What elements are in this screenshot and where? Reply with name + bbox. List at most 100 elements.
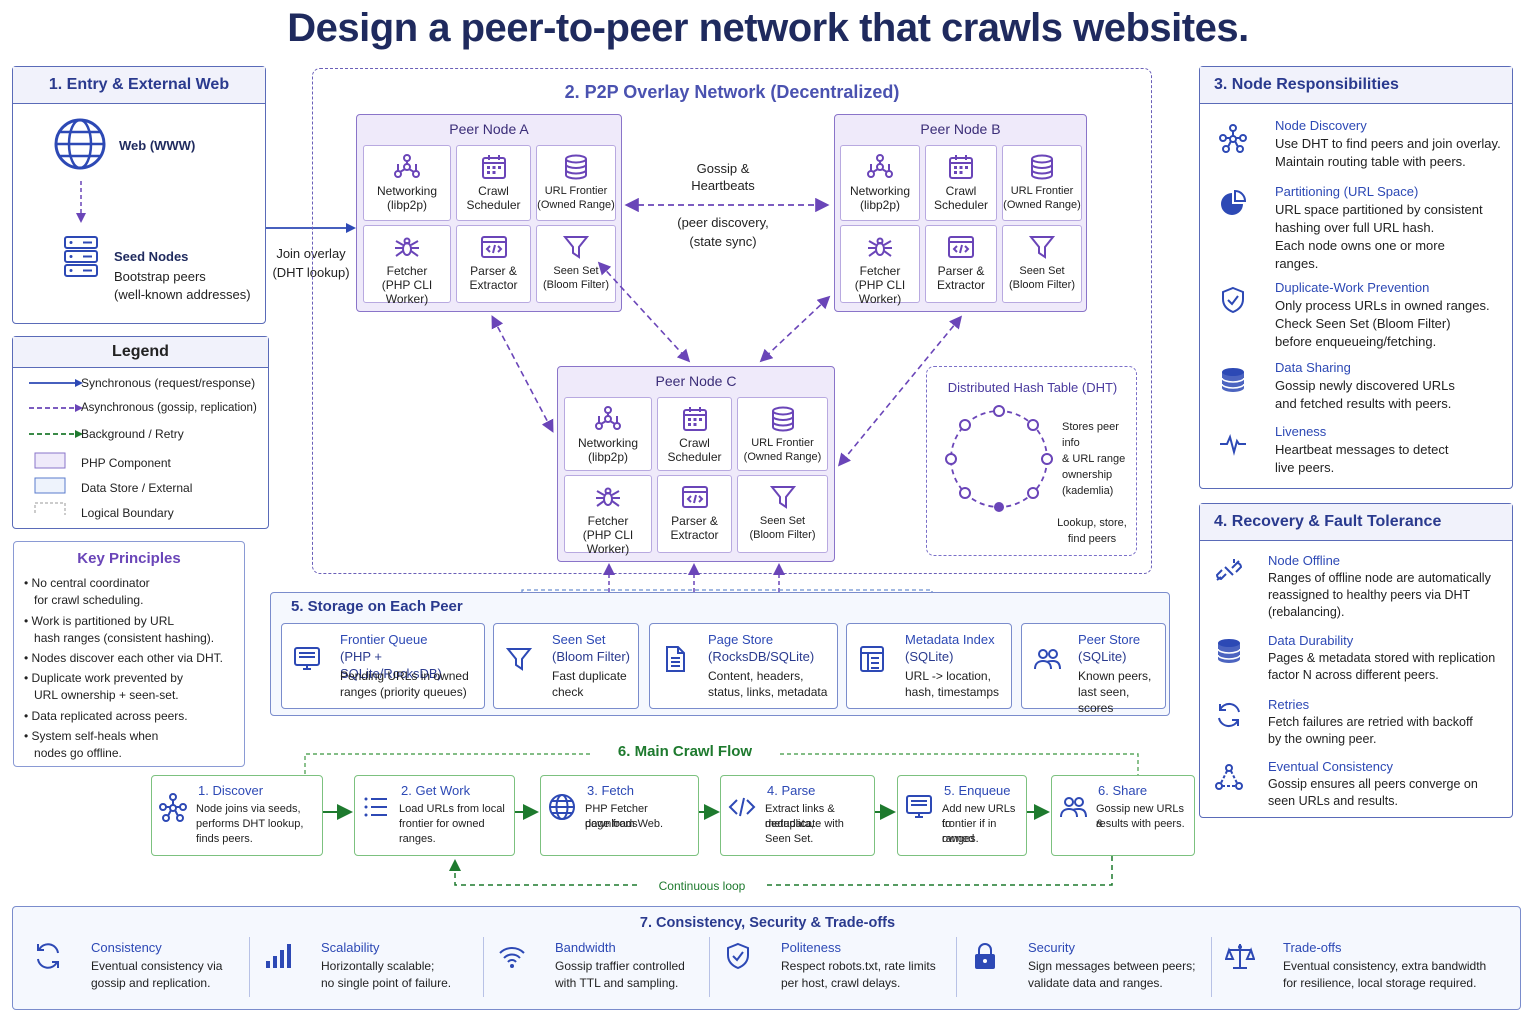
refresh-icon [33,943,63,975]
resp-icon-0 [1218,123,1248,158]
storage-line: Known peers, [1078,669,1152,683]
peer-c-seen-set: Seen Set (Bloom Filter) [737,475,828,553]
rec-title: Eventual Consistency [1268,759,1394,774]
storage-title: Page Store [708,632,774,647]
peer-c-cell-label: Networking (libp2p) [577,436,639,464]
filter-icon [537,232,615,262]
database-icon [1003,152,1081,182]
peer-a-seen-set: Seen Set (Bloom Filter) [536,225,616,303]
principle-3: • Nodes discover each other via DHT. [24,651,223,665]
storage-title: Metadata Index [905,632,995,647]
flow-step-line: finds peers. [196,833,253,845]
resp-icon-2 [1218,285,1248,320]
peer-a-fetcher: Fetcher (PHP CLI Worker) [363,225,451,306]
storage-title: Frontier Queue [340,632,428,647]
resp-title: Liveness [1275,424,1327,439]
peer-a-cell-label: Crawl Scheduler [466,184,521,212]
resp-line: Heartbeat messages to detect [1275,442,1449,457]
network-icon [841,152,919,182]
resp-title: Node Discovery [1275,118,1367,133]
cons-line: gossip and replication. [91,976,211,990]
cons-line: no single point of failure. [321,976,452,990]
consistency-panel: 7. Consistency, Security & Trade-offs Co… [12,906,1521,1010]
lock-icon [970,943,1000,975]
rec-title: Node Offline [1268,553,1341,568]
principle-1: • No central coordinator for crawl sched… [24,576,150,607]
cons-title: Security [1028,940,1075,955]
resp-title: Partitioning (URL Space) [1275,184,1419,199]
peer-b-crawl-scheduler: Crawl Scheduler [925,145,997,221]
principle-5: • Data replicated across peers. [24,709,188,723]
dht-box: Distributed Hash Table (DHT) Stores peer… [926,366,1137,556]
cons-title: Bandwidth [555,940,616,955]
list-icon [361,797,391,826]
peer-a-cell-label: Seen Set (Bloom Filter) [542,265,609,291]
flow-step-title: 3. Fetch [587,783,634,798]
storage-metadata-index: Metadata Index(SQLite)URL -> location,ha… [846,623,1012,709]
rec-icon-3 [1214,762,1244,797]
resp-line: Only process URLs in owned ranges. [1275,298,1490,313]
cons-title: Trade-offs [1283,940,1342,955]
resp-line: live peers. [1275,460,1335,475]
peer-a-cell-label: URL Frontier (Owned Range) [537,185,615,211]
legend-async: Asynchronous (gossip, replication) [81,402,257,414]
principle-2: • Work is partitioned by URL hash ranges… [24,614,215,645]
peer-a-cell-label: Parser & Extractor [469,264,518,292]
peer-c-cell-label: Parser & Extractor [670,514,719,542]
cons-title: Scalability [321,940,380,955]
globe-icon [547,794,577,826]
cons-line: Eventual consistency, extra bandwidth [1283,959,1487,973]
cons-line: Respect robots.txt, rate limits [781,959,936,973]
nodes-icon [158,793,188,826]
storage-sub: (RocksDB/SQLite) [708,649,815,664]
principle-4: • Duplicate work prevented by URL owners… [24,671,183,702]
database-icon [738,404,827,434]
principles-heading: Key Principles [77,550,181,567]
peer-node-c: Peer Node C Networking (libp2p)Crawl Sch… [557,366,835,562]
storage-title: Peer Store [1078,632,1141,647]
monitor-icon [292,647,322,678]
legend-datastore: Data Store / External [81,481,193,495]
peer-c-cell-label: URL Frontier (Owned Range) [743,437,822,463]
peer-b-fetcher: Fetcher (PHP CLI Worker) [840,225,920,306]
nodes-icon [1218,124,1248,157]
resp-line: Maintain routing table with peers. [1275,154,1466,169]
dht-heading: Distributed Hash Table (DHT) [947,380,1118,395]
join-label-2: (DHT lookup) [272,265,350,280]
code-icon [926,232,996,262]
storage-line: Fast duplicate [552,669,627,683]
flow-step-line: Seen Set. [765,833,814,845]
responsibilities-heading: 3. Node Responsibilities [1200,67,1512,104]
cons-line: with TTL and sampling. [555,976,679,990]
flow-step-line: performs DHT lookup, [196,818,304,830]
consistency-heading: 7. Consistency, Security & Trade-offs [639,915,896,931]
rec-title: Data Durability [1268,633,1354,648]
storage-frontier-queue: Frontier Queue(PHP + SQLite/RocksDB)Pend… [281,623,485,709]
peer-a-cell-label: Fetcher (PHP CLI Worker) [381,264,433,306]
peer-node-a: Peer Node A Networking (libp2p)Crawl Sch… [356,114,622,312]
cons-line: Horizontally scalable; [321,959,435,973]
entry-panel: 1. Entry & External Web Web (WWW) Seed N… [12,66,266,324]
storage-peer-store: Peer Store(SQLite)Known peers,last seen,… [1021,623,1166,715]
cons-title: Politeness [781,940,841,955]
code-icon [457,232,530,262]
server-icon [64,236,98,277]
rec-icon-2 [1214,700,1244,735]
storage-line: Pending URLs in owned [340,669,469,683]
peer-b-cell-label: URL Frontier (Owned Range) [1003,185,1081,211]
resp-icon-3 [1218,365,1248,400]
peer-a-parser-extractor: Parser & Extractor [456,225,531,303]
spider-icon [364,232,450,262]
rec-icon-1 [1214,636,1244,671]
pulse-icon [1218,433,1248,463]
peer-c-url-frontier: URL Frontier (Owned Range) [737,397,828,471]
peer-b-cell-label: Networking (libp2p) [849,184,911,212]
storage-line: status, links, metadata [708,685,828,699]
gossip-label-4: (state sync) [689,234,757,249]
resp-icon-1 [1218,189,1248,224]
rec-line: Gossip ensures all peers converge on [1268,777,1478,791]
flow-step-line: ranges. [399,833,436,845]
